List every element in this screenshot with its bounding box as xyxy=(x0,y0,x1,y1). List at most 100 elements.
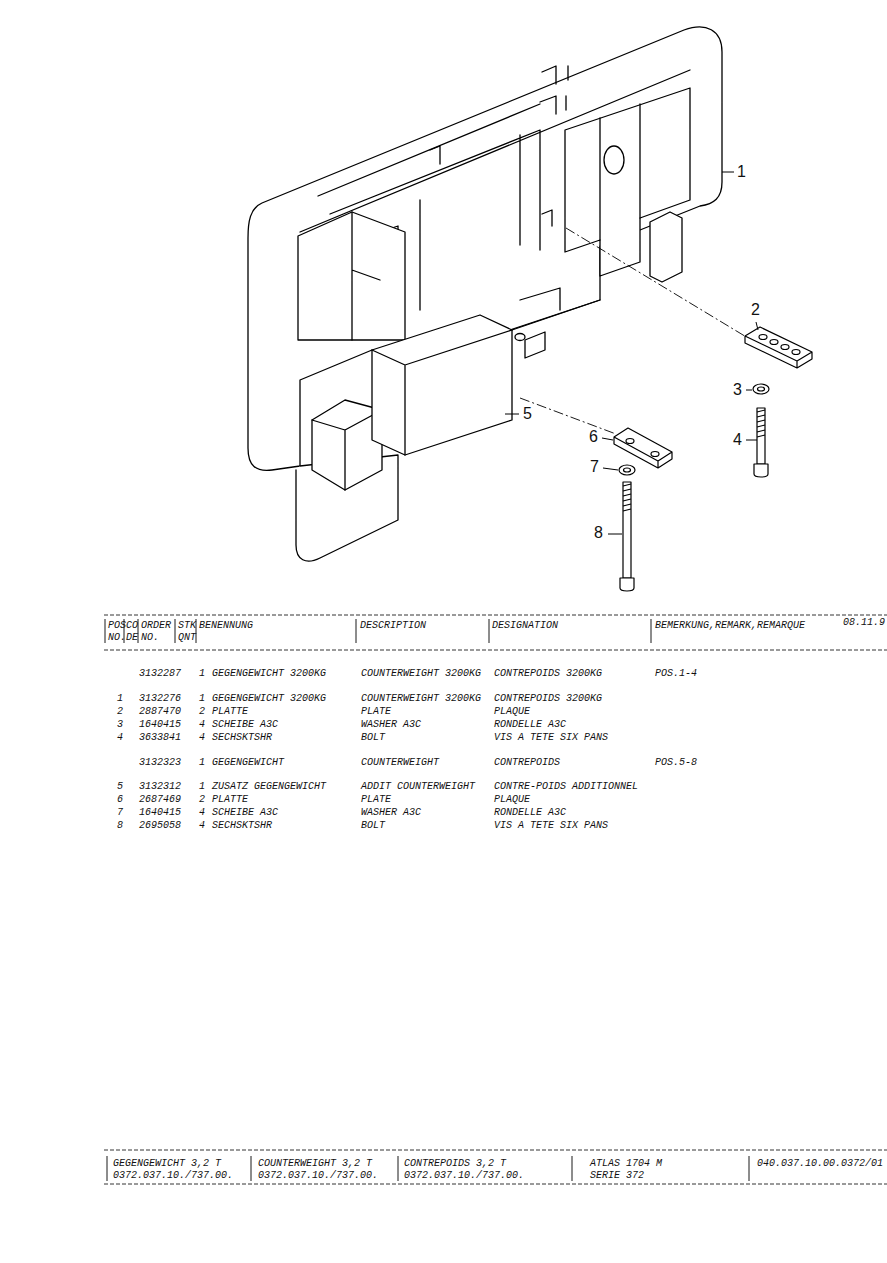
table-header: NO. xyxy=(141,632,159,644)
table-cell: 7 xyxy=(117,807,123,819)
table-cell: COUNTERWEIGHT 3200KG xyxy=(361,668,481,680)
leader-line xyxy=(746,440,757,441)
table-header: BEMERKUNG,REMARK,REMARQUE xyxy=(655,620,805,632)
table-cell: GEGENGEWICHT xyxy=(212,757,284,769)
callout-number: 6 xyxy=(589,428,598,446)
table-cell: 2695058 xyxy=(139,820,181,832)
bolt-thread xyxy=(623,484,631,511)
leader-line xyxy=(756,322,758,330)
centre-line xyxy=(566,228,748,338)
callout-number: 7 xyxy=(590,458,599,476)
dashed-rule xyxy=(104,1184,887,1185)
table-cell: POS.1-4 xyxy=(655,668,697,680)
table-cell: 3132276 xyxy=(139,693,181,705)
plate-hole xyxy=(759,335,767,340)
bolt-4 xyxy=(757,408,765,464)
table-cell: 5 xyxy=(117,781,123,793)
table-cell: 1 xyxy=(199,781,205,793)
footer-cell: ATLAS 1704 M xyxy=(590,1158,662,1170)
table-rules xyxy=(104,615,887,1184)
washer-7 xyxy=(619,465,635,475)
table-cell: SCHEIBE A3C xyxy=(212,807,278,819)
table-cell: 4 xyxy=(199,732,205,744)
footer-cell: CONTREPOIDS 3,2 T xyxy=(404,1158,506,1170)
table-cell: 2 xyxy=(199,706,205,718)
table-cell: VIS A TETE SIX PANS xyxy=(494,732,608,744)
table-cell: PLATE xyxy=(361,706,391,718)
leader-line xyxy=(608,534,622,535)
table-cell: 4 xyxy=(199,807,205,819)
table-cell: 3132323 xyxy=(139,757,181,769)
table-cell: GEGENGEWICHT 3200KG xyxy=(212,668,326,680)
table-cell: CONTRE-POIDS ADDITIONNEL xyxy=(494,781,638,793)
table-cell: 3 xyxy=(117,719,123,731)
column-separators xyxy=(105,619,749,1181)
table-header: DESIGNATION xyxy=(492,620,558,632)
additional-weight xyxy=(372,315,512,455)
footer-cell: 0372.037.10./737.00. xyxy=(258,1170,378,1182)
callout-number: 3 xyxy=(733,381,742,399)
washer-hole xyxy=(624,468,631,472)
plate-hole xyxy=(781,345,789,350)
callout-number: 5 xyxy=(523,405,532,423)
footer-cell: 0372.037.10./737.00. xyxy=(404,1170,524,1182)
plate-hole xyxy=(651,452,659,457)
table-cell: PLATE xyxy=(361,794,391,806)
table-cell: PLATTE xyxy=(212,706,248,718)
bolt-thread xyxy=(757,410,765,437)
table-cell: PLATTE xyxy=(212,794,248,806)
callout-number: 2 xyxy=(751,301,760,319)
table-cell: BOLT xyxy=(361,820,385,832)
table-header: DE xyxy=(126,632,138,644)
base-hole xyxy=(515,334,525,341)
plate-hole xyxy=(792,350,800,355)
table-cell: BOLT xyxy=(361,732,385,744)
table-cell: ZUSATZ GEGENGEWICHT xyxy=(212,781,326,793)
plate-2 xyxy=(745,327,812,368)
table-cell: RONDELLE A3C xyxy=(494,807,566,819)
dashed-rule xyxy=(104,650,887,651)
plate-6 xyxy=(614,428,672,468)
table-cell: CONTREPOIDS 3200KG xyxy=(494,693,602,705)
table-cell: ADDIT COUNTERWEIGHT xyxy=(361,781,475,793)
right-block xyxy=(650,212,682,282)
table-cell: 4 xyxy=(117,732,123,744)
bolt-head xyxy=(620,578,634,591)
table-cell: SECHSKTSHR xyxy=(212,820,272,832)
leader-line xyxy=(603,468,618,470)
footer-cell: 040.037.10.00.0372/01 xyxy=(757,1158,883,1170)
table-cell: GEGENGEWICHT 3200KG xyxy=(212,693,326,705)
table-cell: PLAQUE xyxy=(494,794,530,806)
table-cell: 1640415 xyxy=(139,719,181,731)
bracket-hole xyxy=(604,146,624,174)
bolt-8 xyxy=(623,482,631,578)
footer-cell: COUNTERWEIGHT 3,2 T xyxy=(258,1158,372,1170)
footer-cell: 0372.037.10./737.00. xyxy=(113,1170,233,1182)
table-cell: 1640415 xyxy=(139,807,181,819)
table-cell: COUNTERWEIGHT 3200KG xyxy=(361,693,481,705)
table-cell: POS.5-8 xyxy=(655,757,697,769)
callout-number: 4 xyxy=(733,431,742,449)
table-cell: 2 xyxy=(117,706,123,718)
dashed-rule xyxy=(104,1150,887,1151)
table-cell: 2 xyxy=(199,794,205,806)
table-cell: SECHSKTSHR xyxy=(212,732,272,744)
table-cell: VIS A TETE SIX PANS xyxy=(494,820,608,832)
table-cell: 1 xyxy=(199,693,205,705)
table-cell: 2887470 xyxy=(139,706,181,718)
table-header: POS xyxy=(108,620,126,632)
table-cell: 1 xyxy=(199,668,205,680)
table-cell: 8 xyxy=(117,820,123,832)
plate-hole xyxy=(770,340,778,345)
table-header: NO. xyxy=(108,632,126,644)
table-cell: WASHER A3C xyxy=(361,719,421,731)
table-cell: 3633841 xyxy=(139,732,181,744)
loose-parts xyxy=(614,327,812,591)
table-header: ORDER xyxy=(141,620,171,632)
table-cell: CONTREPOIDS 3200KG xyxy=(494,668,602,680)
callout-number: 1 xyxy=(737,163,746,181)
table-header: STK xyxy=(178,620,196,632)
